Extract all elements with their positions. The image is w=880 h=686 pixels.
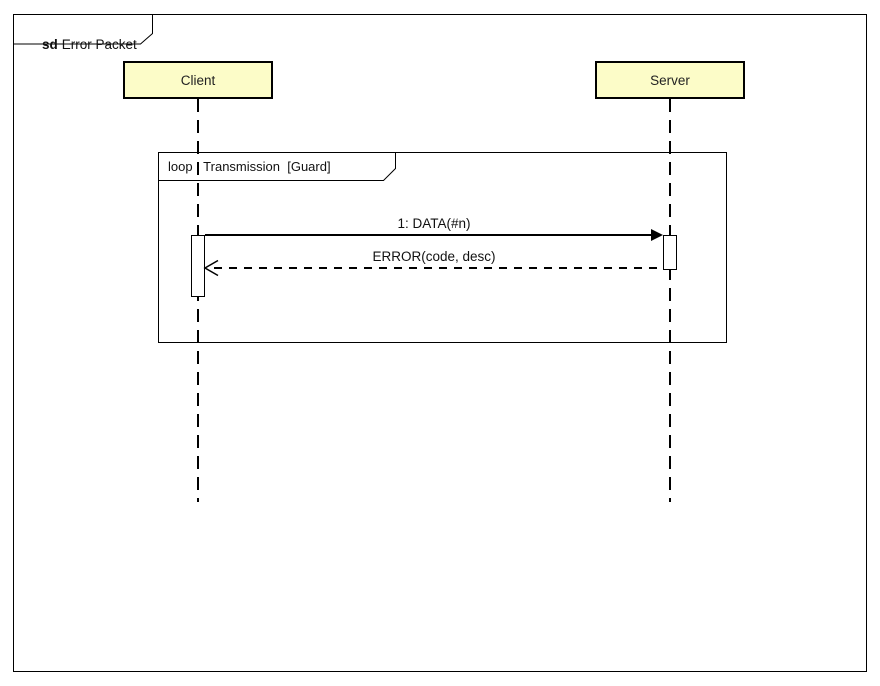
frame-title-pentagon: [13, 14, 153, 45]
frame-keyword: sd: [42, 37, 58, 52]
lifeline-client[interactable]: [197, 99, 199, 502]
frame-title-text: Error Packet: [61, 37, 137, 52]
activation-bar-client[interactable]: [191, 235, 205, 297]
message-data-label: 1: DATA(#n): [397, 216, 471, 231]
message-error-label: ERROR(code, desc): [372, 249, 496, 264]
open-arrowhead-icon: [203, 259, 219, 277]
message-data-line[interactable]: [205, 234, 652, 236]
lifeline-head-client[interactable]: Client: [123, 61, 273, 99]
loop-fragment-label: loop : Transmission [Guard]: [168, 159, 331, 174]
lifeline-client-label: Client: [180, 72, 216, 88]
activation-bar-server[interactable]: [663, 235, 677, 270]
lifeline-server[interactable]: [669, 99, 671, 502]
loop-label-pentagon: [158, 152, 396, 181]
lifeline-head-server[interactable]: Server: [595, 61, 745, 99]
message-error-line[interactable]: [214, 267, 663, 269]
lifeline-server-label: Server: [650, 72, 690, 88]
filled-arrowhead-icon: [651, 229, 663, 241]
diagram-frame: [13, 14, 867, 672]
loop-fragment[interactable]: [158, 152, 727, 343]
